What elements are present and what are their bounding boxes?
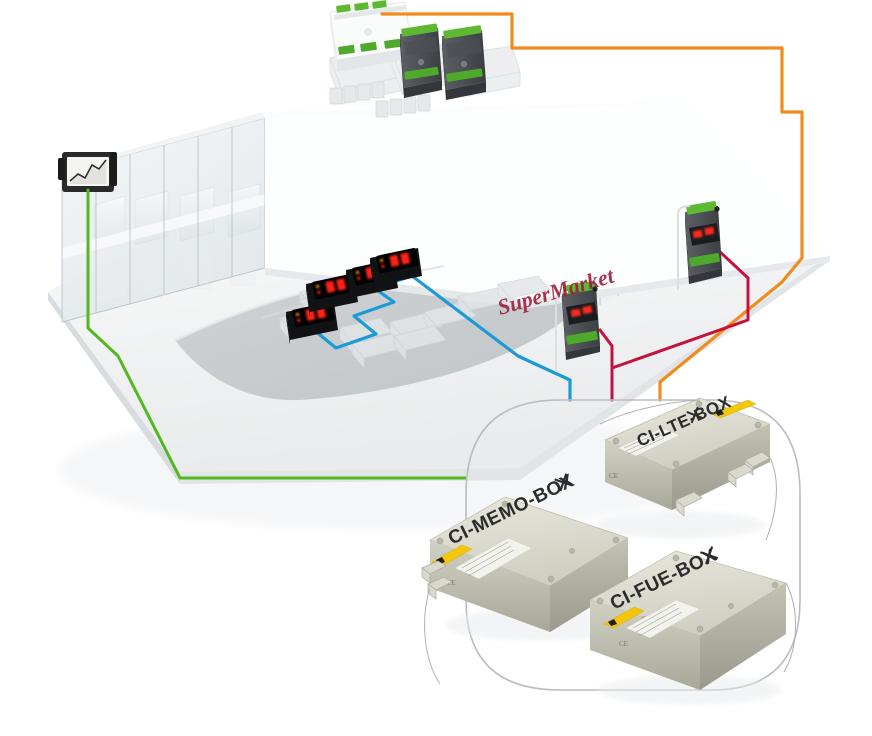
ci-memo-box-o-slash (554, 473, 573, 492)
roof-din-module-dark-1[interactable] (400, 23, 442, 98)
ci-lte-box[interactable]: CE (595, 397, 777, 541)
ci-fue-box-o-slash (700, 546, 719, 565)
svg-text:CE: CE (447, 579, 456, 587)
crimson-cable-branch (598, 328, 614, 370)
wall-display-panel[interactable] (58, 152, 117, 192)
facade-controller-module-front[interactable] (562, 280, 600, 360)
ci-lte-box-o-slash (686, 406, 703, 424)
roof-din-rail-modules (329, 0, 521, 118)
rating-plate (625, 599, 701, 639)
trend-chart-icon (69, 159, 107, 182)
rating-plate (454, 537, 533, 580)
ci-fue-box[interactable]: CE (589, 550, 796, 736)
street-lamps (555, 205, 691, 372)
orange-cable (380, 12, 804, 402)
svg-text:CE: CE (609, 472, 618, 480)
roof-din-module-white[interactable] (329, 0, 413, 72)
svg-text:CE: CE (619, 640, 628, 648)
refrigeration-controller-4[interactable] (370, 247, 422, 291)
crimson-cable (610, 248, 750, 402)
roof-din-module-dark-2[interactable] (442, 25, 486, 100)
green-cable (86, 188, 468, 480)
facade-controller-module-right[interactable] (685, 200, 722, 284)
refrigeration-controller-2[interactable] (306, 273, 358, 317)
terminal-blocks (329, 81, 431, 118)
ci-memo-box[interactable]: CE (421, 496, 635, 736)
